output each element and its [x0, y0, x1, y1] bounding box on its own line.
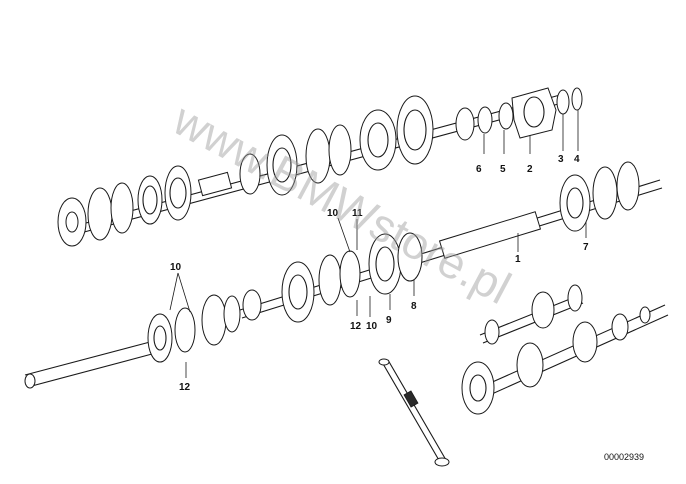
upper-sync-ring-1: [87, 187, 113, 241]
selector-rod-collar: [403, 390, 419, 408]
lower-sync-ring: [201, 294, 227, 346]
middle-sync-ring-1: [318, 254, 342, 306]
part-2-output-flange: [511, 87, 557, 139]
upper-left-flange-bore: [65, 211, 79, 233]
lower-spacer: [223, 295, 241, 333]
callout-2: 2: [527, 164, 533, 175]
reference-number: 00002939: [604, 452, 644, 462]
part-10-snap-ring: [339, 250, 361, 298]
input-shaft-gear-hub: [153, 325, 167, 351]
upper-spacer-1: [197, 171, 233, 197]
upper-gear-1: [137, 175, 163, 225]
idler-gear-small: [567, 284, 583, 312]
upper-sync-ring-4: [328, 124, 352, 176]
upper-gear-3: [266, 134, 298, 196]
layshaft-large-gear: [461, 361, 495, 415]
input-shaft-spline-top: [24, 341, 151, 376]
layshaft-bearing: [611, 313, 629, 341]
middle-right-sync-ring: [592, 166, 618, 220]
selector-rod-assembly: [378, 358, 450, 467]
middle-bearing-left: [242, 289, 262, 321]
selector-rod-left: [381, 361, 441, 463]
callout-1: 1: [515, 254, 521, 265]
callout-4: 4: [574, 154, 580, 165]
upper-shaft-assembly: [57, 87, 583, 247]
middle-sync-hub: [281, 261, 315, 323]
layshaft-large-gear-hub: [469, 374, 487, 402]
lower-snap-ring: [174, 307, 196, 353]
part-5-ring: [498, 102, 514, 130]
middle-right-ring: [616, 161, 640, 211]
upper-large-gear-hub: [403, 109, 427, 151]
lower-input-shaft-assembly: [24, 294, 241, 389]
upper-gear-3-hub: [272, 147, 292, 183]
upper-sync-hub-bore: [367, 122, 389, 158]
input-shaft-spline-bottom: [27, 353, 153, 388]
leader-10c-1: [169, 272, 179, 311]
leader-10c-2: [177, 272, 191, 313]
part-3-nut: [556, 89, 570, 115]
idler-gear: [531, 291, 555, 329]
callout-5: 5: [500, 164, 506, 175]
part-2-flange-bore: [523, 96, 545, 128]
callout-7: 7: [583, 242, 589, 253]
callout-12-middle: 12: [350, 321, 362, 332]
upper-sync-hub: [359, 109, 397, 171]
selector-rod-end: [434, 457, 450, 467]
idler-shaft-edge: [482, 302, 584, 344]
layshaft-assembly: [461, 304, 669, 415]
upper-gear-1-hub: [142, 185, 158, 215]
part-1-main-shaft: [438, 211, 542, 259]
upper-bearing-1: [239, 153, 261, 195]
upper-sync-ring-2: [110, 182, 134, 234]
callout-12-left: 12: [179, 382, 191, 393]
selector-rod-tip: [378, 358, 390, 366]
callout-labels: 1 2 3 4 5 6 7 8 9 10 10 10 11 12 12: [170, 154, 589, 393]
callout-6: 6: [476, 164, 482, 175]
upper-gear-2-hub: [169, 177, 187, 209]
input-shaft-gear: [147, 313, 173, 363]
part-7-gear-hub: [566, 187, 584, 219]
callout-11: 11: [352, 208, 363, 219]
middle-sync-hub-bore: [288, 274, 308, 310]
callout-3: 3: [558, 154, 564, 165]
leader-10a: [337, 217, 351, 253]
input-shaft-tip: [24, 373, 36, 389]
selector-rod-right: [387, 359, 447, 461]
callout-8: 8: [411, 301, 417, 312]
part-4-washer: [571, 87, 583, 111]
idler-bearing: [484, 319, 500, 345]
callout-10-middle: 10: [366, 321, 378, 332]
leader-lines: [169, 110, 587, 378]
layshaft-gear-3: [572, 321, 598, 363]
layshaft-edge: [473, 314, 669, 403]
upper-gear-2: [164, 165, 192, 221]
upper-large-gear: [396, 95, 434, 165]
part-9-gear-hub: [375, 246, 395, 282]
callout-10-left: 10: [170, 262, 182, 273]
layshaft-gear-2: [516, 342, 544, 388]
part-7-gear: [559, 174, 591, 232]
part-6-ring: [477, 106, 493, 134]
part-8-gear: [397, 232, 423, 282]
middle-shaft-assembly: [239, 161, 663, 323]
layshaft-nut: [639, 306, 651, 324]
callout-9: 9: [386, 315, 392, 326]
reverse-idler-assembly: [479, 284, 584, 345]
callout-10-upper: 10: [327, 208, 339, 219]
upper-needle-bearing: [455, 107, 475, 141]
layshaft-axis: [469, 304, 666, 393]
